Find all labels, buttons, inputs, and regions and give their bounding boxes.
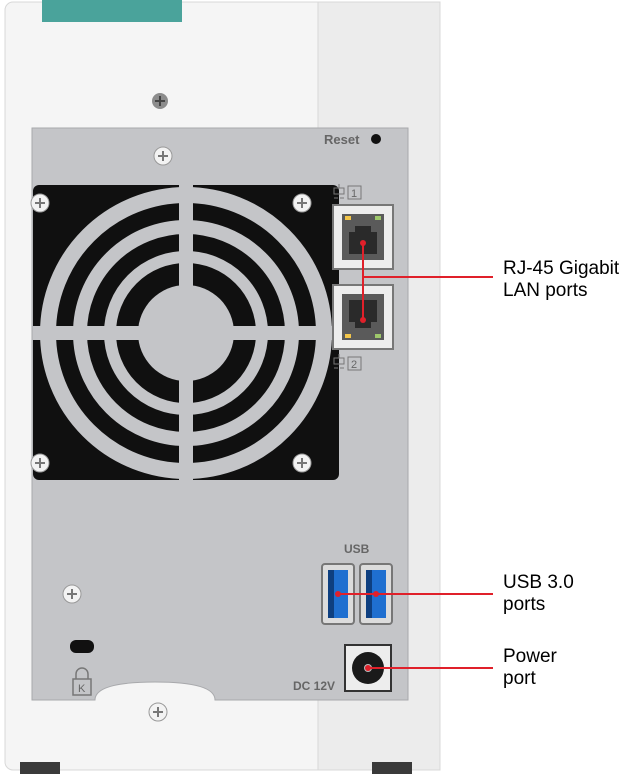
lan2-number: 2	[351, 359, 357, 371]
lan1-number: 1	[351, 188, 357, 200]
lan-callout-line1: RJ-45 Gigabit	[503, 258, 620, 279]
usb-callout-line1: USB 3.0	[503, 572, 574, 593]
lock-glyph: K	[78, 683, 86, 695]
top-sticker	[42, 0, 182, 22]
foot-left	[20, 762, 60, 774]
kensington-slot[interactable]	[70, 640, 94, 653]
lan-callout: RJ-45 Gigabit LAN ports	[503, 258, 619, 302]
power-callout: Power port	[503, 646, 557, 690]
usb-callout: USB 3.0 ports	[503, 572, 574, 616]
reset-label: Reset	[324, 132, 360, 147]
panel-screw-icon	[30, 146, 312, 722]
foot-right	[372, 762, 412, 774]
power-callout-line2: port	[503, 668, 536, 689]
lock-icon	[72, 667, 92, 696]
usb-label: USB	[344, 542, 370, 556]
reset-button[interactable]	[371, 134, 381, 144]
fan-grille	[33, 185, 339, 480]
top-screw-icon	[152, 93, 168, 109]
lan-callout-line2: LAN ports	[503, 280, 588, 301]
callout-lines	[335, 240, 493, 671]
dc-label: DC 12V	[293, 679, 335, 693]
power-callout-line1: Power	[503, 646, 557, 667]
lan-icon	[333, 184, 362, 200]
lan-icon	[333, 354, 362, 371]
usb-callout-line2: ports	[503, 594, 546, 615]
